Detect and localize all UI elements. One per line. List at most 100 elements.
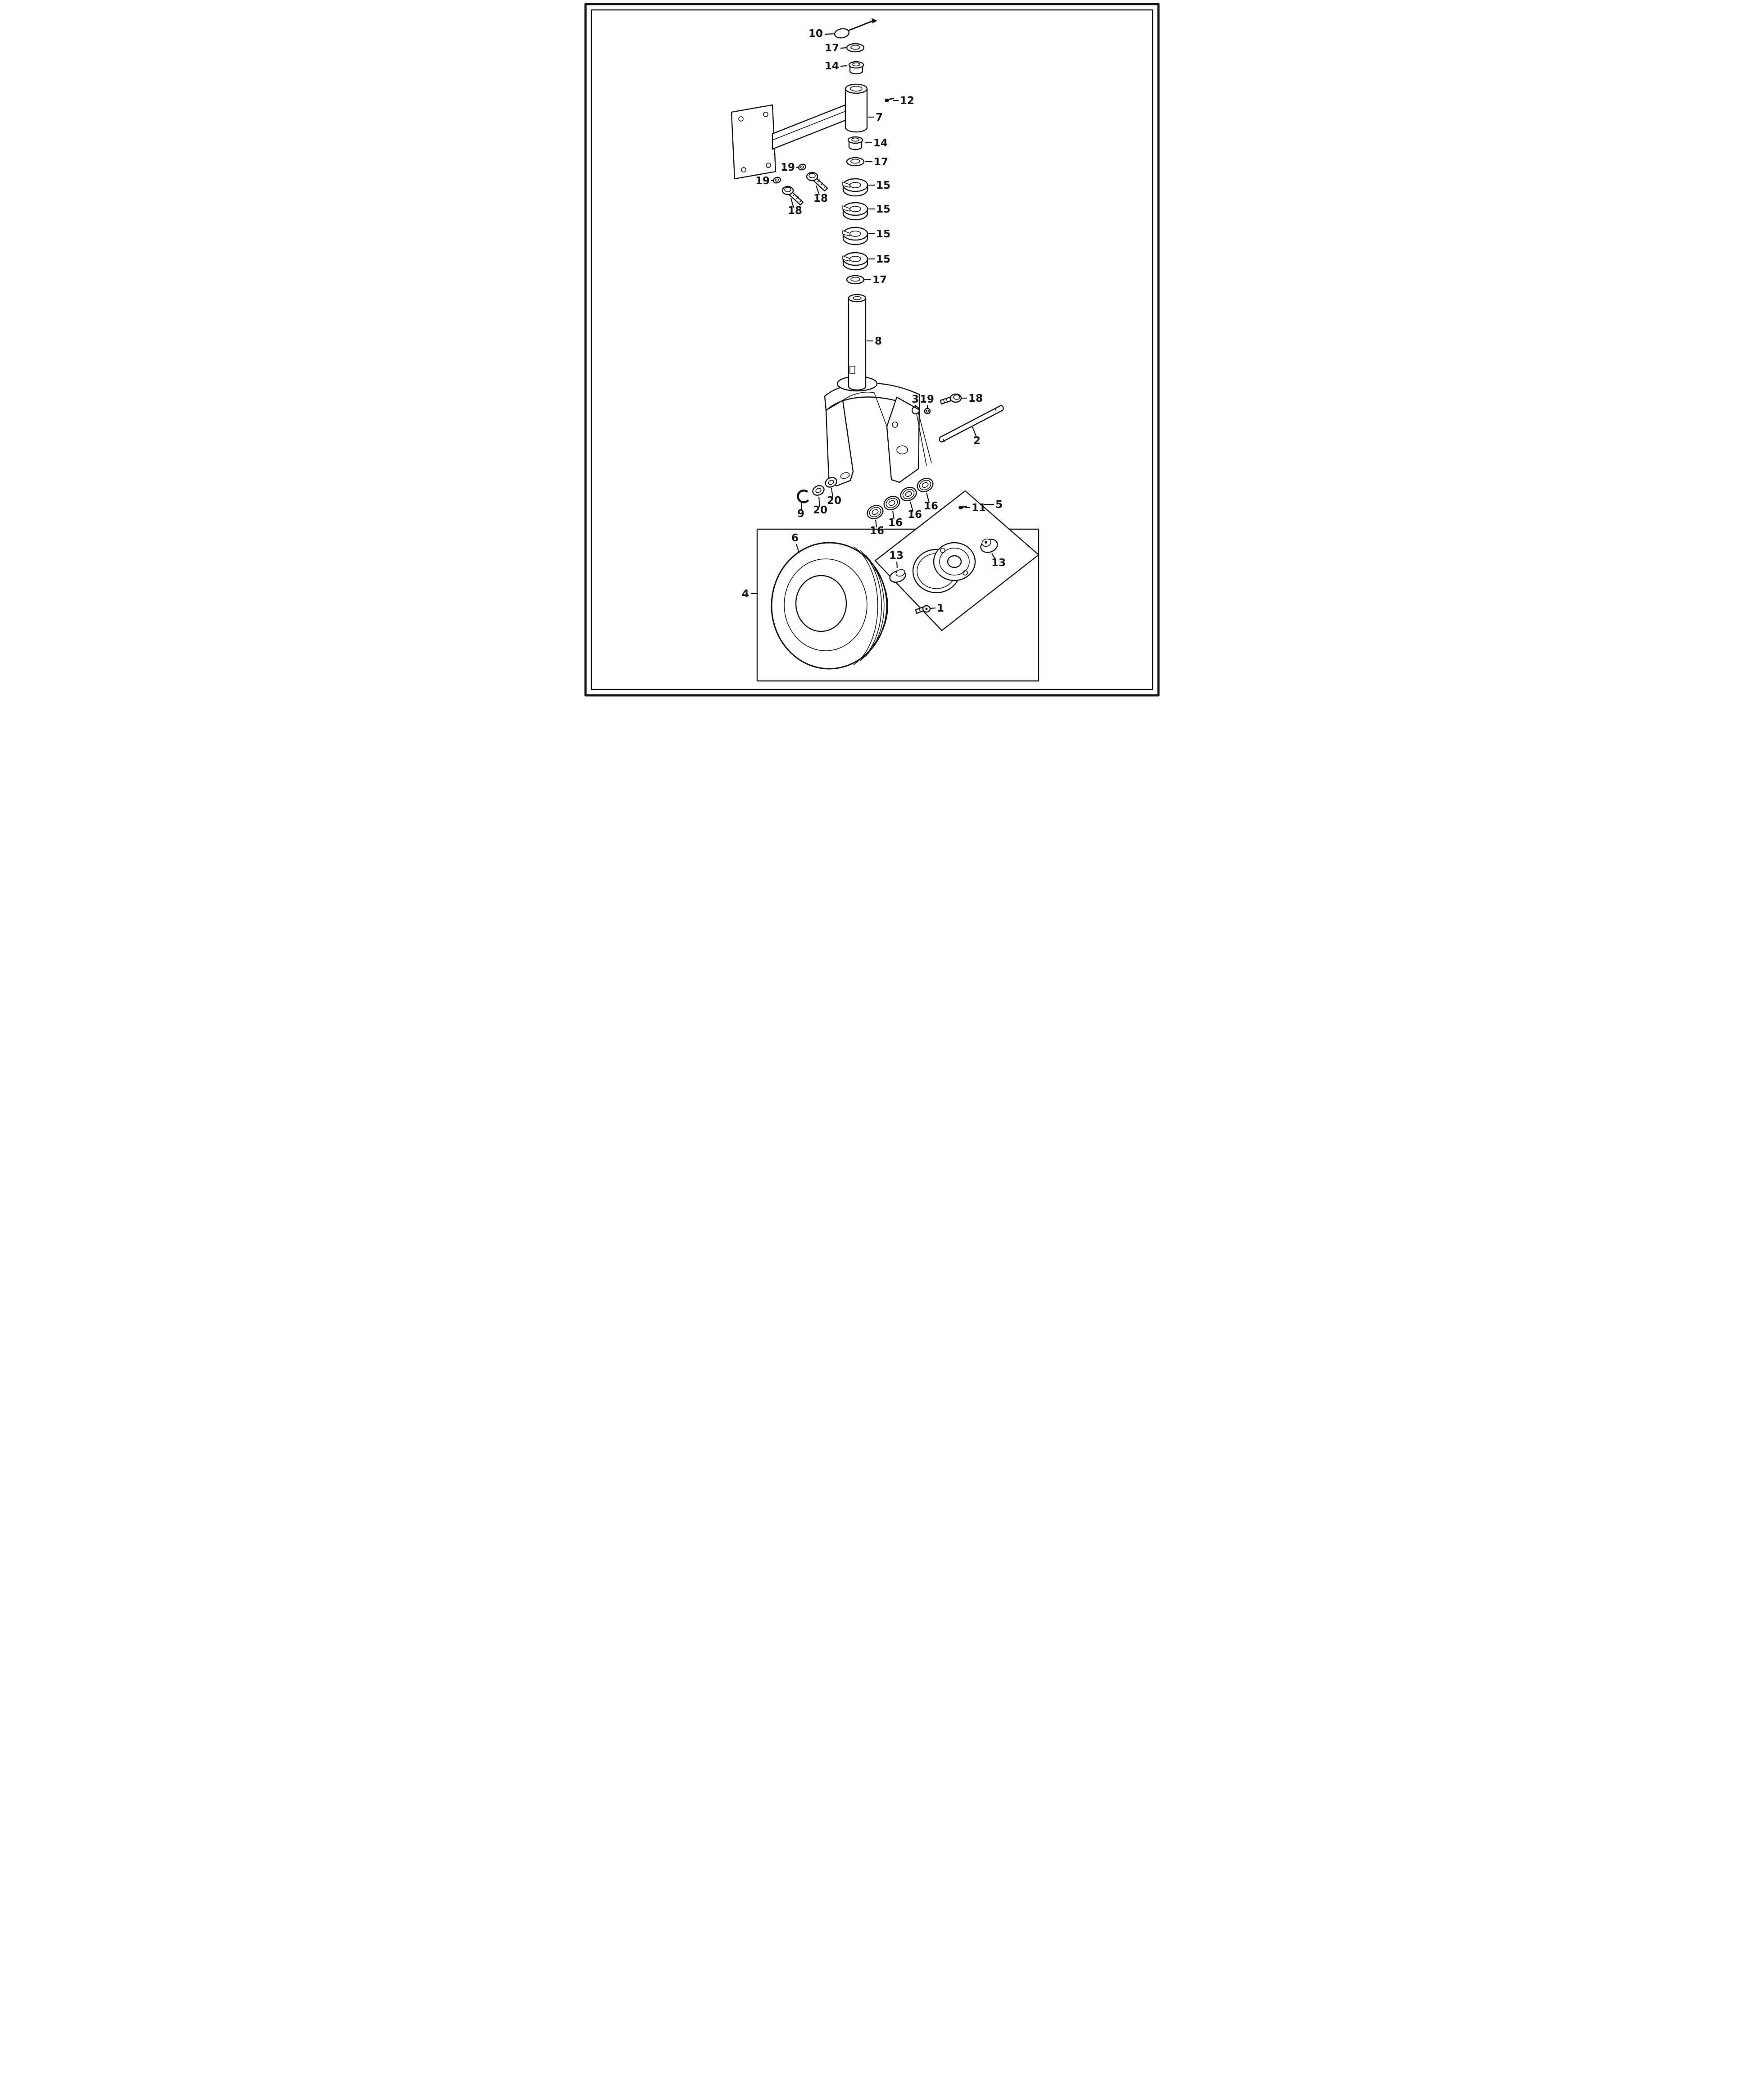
part-10-ring-pin [834,18,877,39]
bearing-bore [872,509,879,515]
callout-part-17: 17 [825,42,839,54]
valve-thread [919,608,921,612]
bolt-thread [820,182,823,186]
tire-tread-line [865,554,885,657]
plate-hole [741,167,746,172]
leader-line-part-16 [909,501,914,512]
leader-line-part-18 [790,198,795,208]
callout-part-15: 15 [876,228,890,240]
cap-hole [985,541,987,544]
pin-tip [872,18,877,23]
callout-part-14: 14 [873,137,888,149]
exploded-diagram-canvas: 1017141271417151515151719181918831918292… [584,3,1160,697]
bearing-bore [922,482,929,488]
shaft-bore [853,296,862,300]
swivel-arm [772,104,846,150]
bolt-head [808,173,816,178]
washer-outer [924,408,931,415]
fitting-stub [962,505,967,508]
valve-center [925,608,928,610]
callout-part-2: 2 [973,435,981,447]
plate-hole [766,163,771,168]
washer-hole [850,277,860,282]
bolt-flange [949,393,962,403]
part-17-flat-washer-3 [846,275,865,285]
part-11-grease-fitting [958,505,967,509]
pin-shank [848,20,874,32]
part-18-hex-bolt-1 [806,172,828,192]
callout-part-3: 3 [912,394,919,405]
bolt-thread [799,200,802,203]
fitting-head [958,506,963,509]
bolt-thread [943,399,945,403]
fork-axle-hole-left [840,472,850,479]
leader-line-part-2 [972,426,977,436]
tire-tread-line [859,550,882,662]
hub-center-bore [947,555,962,568]
callout-part-16: 16 [908,509,922,521]
hub-bolt-hole [940,548,945,553]
part-8-kingpin-shaft [848,294,867,391]
washer-outer [846,275,865,285]
clip-arc [797,490,808,503]
washer-hole [775,178,779,182]
bolt-thread [817,179,820,182]
callout-part-6: 6 [791,532,799,544]
hub-dish [939,548,970,576]
fork-pin-hole [892,422,898,428]
part-15-split-collar-4 [842,252,868,271]
callout-part-8: 8 [875,336,882,347]
part-20-flat-washer-1 [812,485,825,496]
outer-border [584,3,1160,697]
callout-part-16: 16 [924,500,938,512]
callout-part-19: 19 [781,162,795,173]
callout-part-9: 9 [797,508,804,520]
collar-split [842,205,850,212]
collar-split [842,181,850,188]
part-17-flat-washer-1 [846,43,865,53]
arm-bar [772,104,846,150]
bushing-flange [848,61,864,69]
part-16-bearing-1 [867,505,884,519]
washer-outer [846,157,865,167]
leader-line-part-6 [795,544,800,553]
hub-halves [912,542,976,594]
leader-line-part-19 [771,179,775,181]
fork-left-prong [825,399,854,487]
mounting-plate-bracket [731,104,777,180]
cap-dome [895,569,905,577]
leader-line-part-18 [815,185,820,195]
callout-part-19: 19 [755,175,770,187]
callout-part-14: 14 [825,60,839,72]
fork-axle-hole-right [896,445,908,454]
inner-border [590,9,1154,690]
bolt-thread [796,196,799,200]
fitting-stub [888,97,895,100]
part-19-lock-washer-2 [773,177,781,184]
bushing-flange [847,136,863,144]
callout-part-7: 7 [876,112,883,123]
tire-tread-line [872,566,888,646]
leader-line-part-20 [831,488,834,498]
bearing-bore [905,491,912,497]
tire-bead-hole [795,575,847,632]
leader-line-part-9 [800,503,803,511]
callout-part-17: 17 [872,274,887,286]
shaft-body [848,297,867,391]
shaft-slot [849,366,855,374]
part-7-pivot-sleeve [845,83,868,133]
tire-tread-line [853,546,878,665]
shaft-top [848,294,867,303]
part-1-valve-fitting [915,605,931,614]
bolt-thread [793,193,796,196]
leader-line-part-19 [796,166,800,168]
plate-hole [738,116,744,122]
clip-tab [805,490,808,493]
part-16-bearing-4 [917,478,934,492]
bolt-head [953,395,960,400]
leader-line-part-13 [991,553,996,560]
part-17-flat-washer-2 [846,157,865,167]
pin-ring [834,28,850,39]
frame-border [584,3,1160,697]
